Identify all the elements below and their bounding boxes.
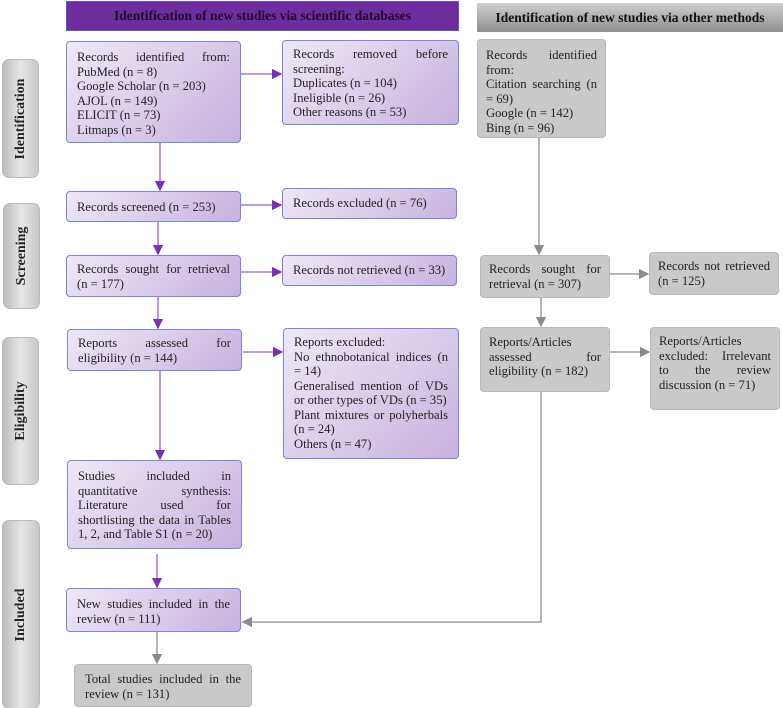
stage-label: Screening <box>13 226 29 286</box>
db-records-not-retrieved: Records not retrieved (n = 33) <box>282 255 457 286</box>
db-records-identified: Records identified from: PubMed (n = 8) … <box>66 41 241 143</box>
db-reports-excluded: Reports excluded: No ethnobotanical indi… <box>283 328 459 459</box>
line: Duplicates (n = 104) <box>293 76 397 90</box>
other-records-not-retrieved: Records not retrieved (n = 125) <box>649 252 779 295</box>
line: No ethnobotanical indices (n = 14) <box>294 349 448 379</box>
header-text: Identification of new studies via scient… <box>114 8 411 23</box>
line: Ineligible (n = 26) <box>293 90 386 105</box>
stage-included: Included <box>2 520 40 708</box>
text: Records screened (n = 253) <box>77 200 216 214</box>
db-records-screened: Records screened (n = 253) <box>66 191 241 222</box>
stage-screening: Screening <box>3 203 40 309</box>
text: Records excluded (n = 76) <box>293 196 427 210</box>
stage-label: Included <box>13 588 28 641</box>
text: Total studies included in the review (n … <box>85 672 241 701</box>
stage-identification: Identification <box>2 59 39 178</box>
arrow <box>241 392 542 628</box>
line: AJOL (n = 149) <box>77 93 158 108</box>
stage-label: Identification <box>12 78 28 159</box>
line: Records identified from: <box>486 48 597 77</box>
line: Records removed before screening: <box>293 47 448 76</box>
db-reports-assessed: Reports assessed for eligibility (n = 14… <box>67 329 242 371</box>
text: Records not retrieved (n = 33) <box>293 263 446 277</box>
header-text: Identification of new studies via other … <box>495 9 765 25</box>
other-records-identified: Records identified from: Citation search… <box>477 39 606 138</box>
text: Reports/Articles assessed for eligibilit… <box>489 335 601 378</box>
other-reports-assessed: Reports/Articles assessed for eligibilit… <box>480 327 610 392</box>
line: Litmaps (n = 3) <box>77 122 156 137</box>
line: ELICIT (n = 73) <box>77 108 161 122</box>
text: New studies included in the review (n = … <box>77 597 230 626</box>
stage-eligibility: Eligibility <box>2 337 39 485</box>
text: Reports assessed for eligibility (n = 14… <box>78 336 231 365</box>
db-records-excluded: Records excluded (n = 76) <box>282 188 457 219</box>
stage-label: Eligibility <box>12 381 28 441</box>
total-studies-included: Total studies included in the review (n … <box>74 664 252 707</box>
line: Other reasons (n = 53) <box>293 105 407 119</box>
other-methods-header: Identification of new studies via other … <box>477 3 783 32</box>
text: Records sought for retrieval (n = 177) <box>77 262 230 291</box>
text: Studies included in quantitative synthes… <box>78 469 231 541</box>
line: Citation searching (n = 69) <box>486 77 597 106</box>
text: Records sought for retrieval (n = 307) <box>489 262 601 291</box>
line: PubMed (n = 8) <box>77 64 158 79</box>
line: Plant mixtures or polyherbals (n = 24) <box>294 407 448 437</box>
other-records-sought: Records sought for retrieval (n = 307) <box>480 255 610 298</box>
line: Reports excluded: <box>294 335 386 349</box>
text: Records not retrieved (n = 125) <box>658 259 770 288</box>
db-new-studies-included: New studies included in the review (n = … <box>66 588 241 632</box>
line: Records identified from: <box>77 50 230 64</box>
line: Google Scholar (n = 203) <box>77 79 206 93</box>
other-reports-excluded: Reports/Articles excluded: Irrelevant to… <box>650 327 780 410</box>
db-records-removed: Records removed before screening: Duplic… <box>282 40 459 125</box>
line: Bing (n = 96) <box>486 120 555 135</box>
line: Google (n = 142) <box>486 106 574 120</box>
text: Reports/Articles excluded: Irrelevant to… <box>659 334 771 392</box>
line: Others (n = 47) <box>294 436 372 451</box>
databases-header: Identification of new studies via scient… <box>66 1 459 31</box>
db-studies-quantitative: Studies included in quantitative synthes… <box>67 460 242 549</box>
line: Generalised mention of VDs or other type… <box>294 378 448 408</box>
db-records-sought: Records sought for retrieval (n = 177) <box>66 255 241 297</box>
